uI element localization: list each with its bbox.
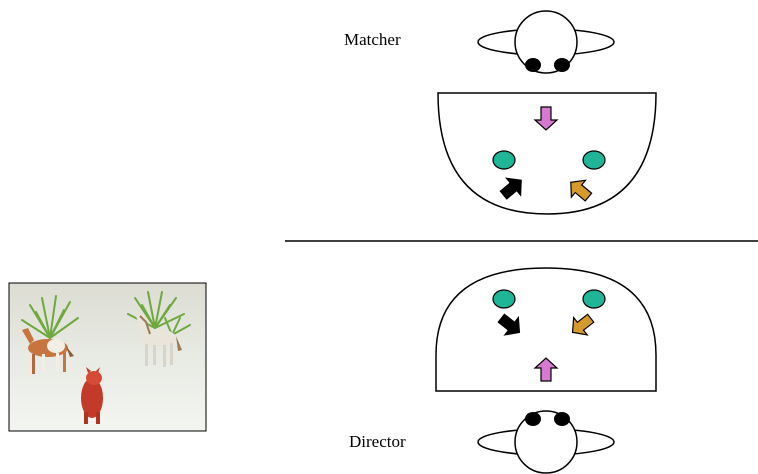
- plant-right: [127, 291, 191, 336]
- plant-left: [21, 295, 79, 339]
- director-label: Director: [349, 432, 406, 451]
- matcher-teal-marker-right-icon: [582, 150, 606, 170]
- matcher-teal-marker-left-icon: [492, 150, 516, 170]
- toy-animals-photo: [8, 282, 207, 432]
- matcher-label: Matcher: [344, 30, 401, 49]
- toy-pig-red: [81, 367, 103, 424]
- director-teal-marker-left-icon: [492, 289, 516, 309]
- matcher-person-icon: [477, 10, 615, 74]
- toy-horse-brown: [22, 328, 74, 374]
- toy-horse-white: [136, 314, 182, 367]
- director-teal-marker-right-icon: [582, 289, 606, 309]
- matcher-table: [437, 92, 657, 215]
- director-person-icon: [477, 410, 615, 474]
